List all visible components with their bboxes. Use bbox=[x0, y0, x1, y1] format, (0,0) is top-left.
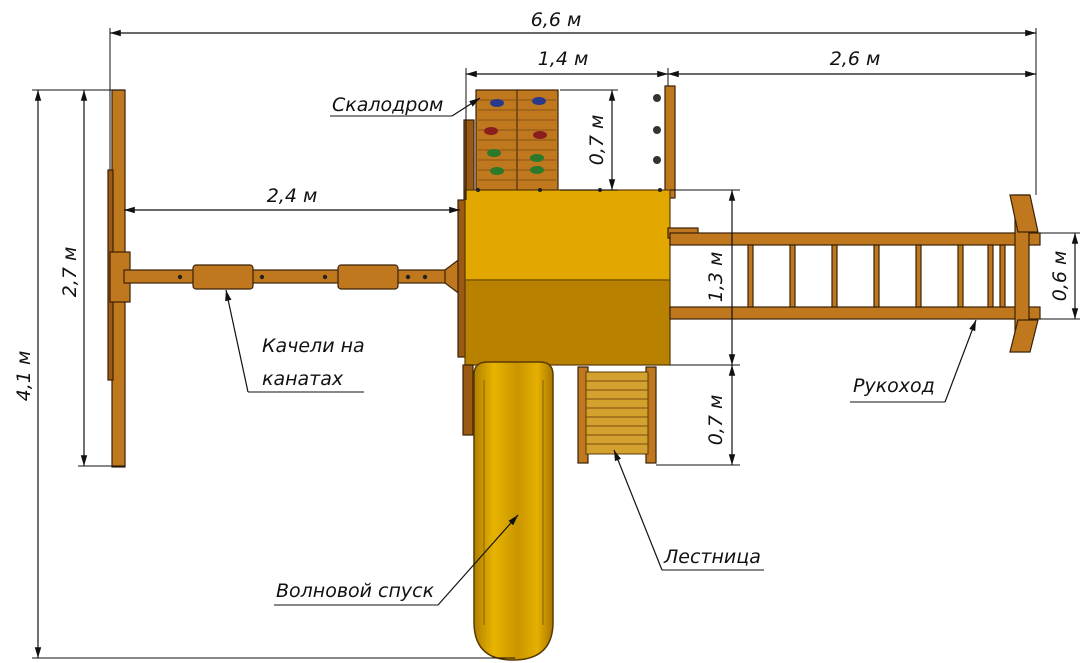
dim-tower-depth: 1,3 м bbox=[705, 252, 727, 303]
wave-slide bbox=[473, 361, 554, 661]
dim-total-depth: 4,1 м bbox=[13, 351, 35, 402]
monkey-bars bbox=[669, 194, 1041, 353]
label-rope-swings-line2: канатах bbox=[262, 368, 344, 390]
label-rope-swings-line1: Качели на bbox=[262, 335, 365, 357]
dim-monkey-bar-width: 0,6 м bbox=[1049, 251, 1071, 302]
label-ladder: Лестница bbox=[663, 546, 761, 568]
dim-climbing-wall-depth: 0,7 м bbox=[586, 115, 608, 166]
label-climbing-wall: Скалодром bbox=[332, 94, 443, 116]
tower-railing bbox=[653, 85, 676, 199]
dim-swing-beam-length: 2,4 м bbox=[267, 185, 318, 207]
tower-roof bbox=[457, 188, 699, 436]
dim-tower-width: 1,4 м bbox=[538, 48, 589, 70]
label-monkey-bars: Рукоход bbox=[853, 375, 935, 397]
climbing-wall bbox=[463, 89, 559, 201]
dim-swing-frame-width: 2,7 м bbox=[59, 247, 81, 298]
dim-total-width: 6,6 м bbox=[531, 9, 582, 31]
ladder bbox=[577, 366, 657, 464]
dim-ladder-depth: 0,7 м bbox=[705, 395, 727, 446]
dim-monkey-bar-length: 2,6 м bbox=[830, 48, 881, 70]
swing-beam bbox=[123, 253, 466, 300]
label-wave-slide: Волновой спуск bbox=[276, 580, 435, 602]
